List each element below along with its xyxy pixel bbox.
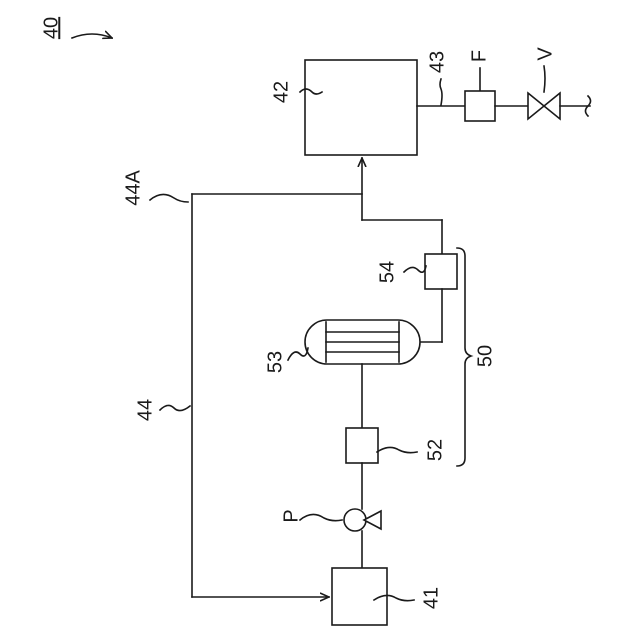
label-42: 42: [270, 81, 292, 103]
leader-52: [377, 447, 417, 452]
label-44: 44: [134, 399, 156, 421]
leader-43: [440, 79, 442, 105]
label-50: 50: [474, 345, 496, 367]
leader-p: [300, 514, 342, 520]
leader-40: [72, 34, 112, 38]
label-41: 41: [420, 587, 442, 609]
label-v: V: [534, 47, 556, 61]
label-54: 54: [376, 261, 398, 283]
label-53: 53: [264, 351, 286, 373]
tank-42: [305, 60, 417, 155]
label-43: 43: [426, 51, 448, 73]
bracket-50: [457, 248, 471, 466]
filter-52: [346, 428, 378, 463]
leader-44a: [150, 194, 188, 202]
leader-v: [544, 66, 545, 92]
filter-f: [465, 91, 495, 121]
label-f: F: [468, 50, 490, 62]
label-figure-40: 40: [40, 17, 62, 39]
pump-discharge: [364, 511, 381, 529]
filter-54: [425, 254, 457, 289]
label-44a: 44A: [122, 170, 144, 206]
leader-53: [288, 348, 308, 360]
valve-v: [528, 93, 560, 119]
leader-54: [404, 266, 426, 272]
label-p: P: [280, 509, 302, 522]
leader-44: [160, 405, 190, 410]
label-52: 52: [424, 439, 446, 461]
